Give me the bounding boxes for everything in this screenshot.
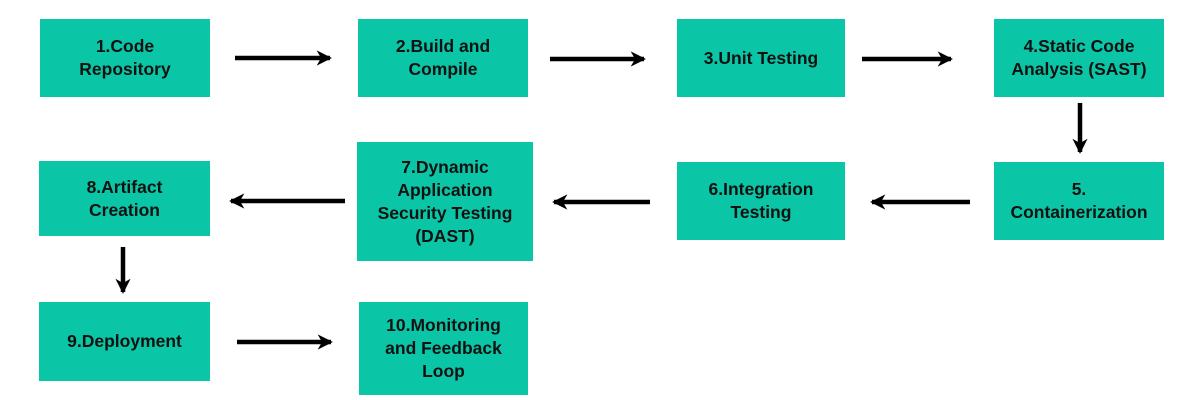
node-monitoring-feedback-loop-label: 10.Monitoring and Feedback Loop (385, 315, 502, 381)
node-unit-testing: 3.Unit Testing (677, 19, 845, 97)
node-integration-testing-label: 6.Integration Testing (708, 179, 814, 222)
node-static-code-analysis-label: 4.Static Code Analysis (SAST) (1011, 36, 1147, 79)
node-containerization-label: 5. Containerization (1010, 179, 1148, 222)
node-artifact-creation: 8.Artifact Creation (39, 161, 210, 236)
node-unit-testing-label: 3.Unit Testing (703, 47, 819, 68)
node-deployment: 9.Deployment (39, 302, 210, 381)
node-build-and-compile-label: 2.Build and Compile (395, 36, 491, 79)
node-monitoring-feedback-loop: 10.Monitoring and Feedback Loop (359, 302, 528, 395)
node-artifact-creation-label: 8.Artifact Creation (86, 176, 163, 220)
node-dast: 7.Dynamic Application Security Testing (… (357, 142, 533, 261)
node-code-repository: 1.Code Repository (40, 19, 210, 97)
node-dast-label: 7.Dynamic Application Security Testing (… (377, 156, 513, 246)
node-code-repository-label: 1.Code Repository (79, 36, 171, 79)
node-deployment-label: 9.Deployment (67, 331, 182, 351)
node-integration-testing: 6.Integration Testing (677, 162, 845, 240)
node-static-code-analysis: 4.Static Code Analysis (SAST) (994, 19, 1164, 97)
node-containerization: 5. Containerization (994, 162, 1164, 240)
node-build-and-compile: 2.Build and Compile (358, 19, 528, 97)
